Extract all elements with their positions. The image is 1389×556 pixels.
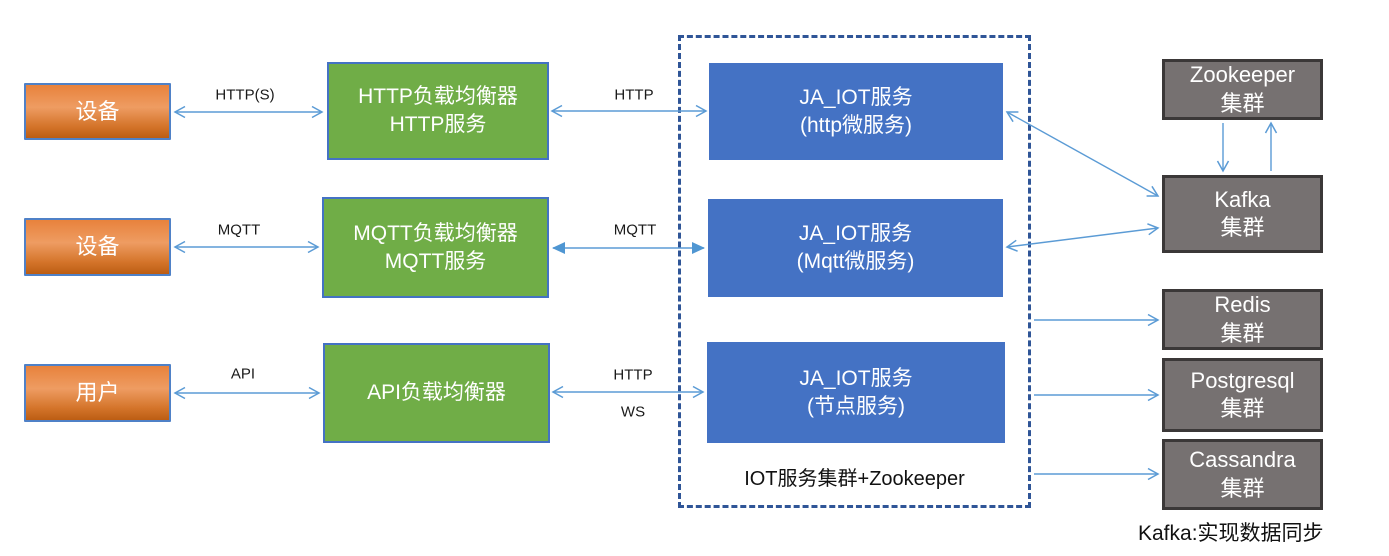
node-label-line1: Postgresql (1190, 367, 1295, 393)
node-label-line2: 集群 (1220, 475, 1265, 501)
node-label-line2: HTTP服务 (389, 113, 487, 136)
node-label-line2: 集群 (1220, 90, 1265, 116)
node-label-line1: MQTT负载均衡器 (353, 221, 518, 245)
edge-label-ws: WS (620, 403, 646, 421)
node-zookeeper-cluster: Zookeeper 集群 (1162, 59, 1323, 120)
node-label-line2: (节点服务) (807, 394, 905, 418)
node-label-line2: (http微服务) (799, 113, 912, 137)
node-label-line2: 集群 (1220, 215, 1265, 240)
node-postgresql-cluster: Postgresql 集群 (1162, 358, 1323, 432)
node-kafka-cluster: Kafka 集群 (1162, 175, 1323, 253)
node-user: 用户 (24, 364, 171, 422)
node-label-line2: 集群 (1220, 396, 1265, 421)
node-label-line1: JA_IOT服务 (799, 366, 913, 390)
cluster-box-caption: IOT服务集群+Zookeeper (744, 468, 965, 490)
node-redis-cluster: Redis 集群 (1162, 289, 1323, 350)
node-label: 设备 (75, 234, 120, 260)
node-jaiot-mqtt-service: JA_IOT服务 (Mqtt微服务) (708, 199, 1003, 297)
node-label-line1: HTTP负载均衡器 (358, 85, 518, 109)
node-label: 设备 (75, 98, 120, 124)
node-label-line2: (Mqtt微服务) (796, 250, 915, 273)
node-label-line1: Cassandra (1189, 447, 1296, 473)
edge-label-http-1: HTTP (614, 86, 654, 104)
iot-service-cluster-container (678, 35, 1031, 508)
arrow-httpservice-kafka (1005, 111, 1160, 197)
arrow-mqttservice-kafka (1005, 223, 1160, 252)
edge-label-http-2: HTTP (613, 366, 653, 384)
node-api-load-balancer: API负载均衡器 (323, 343, 550, 443)
node-cassandra-cluster: Cassandra 集群 (1162, 439, 1323, 510)
kafka-footnote: Kafka:实现数据同步 (1138, 522, 1324, 545)
node-label-line1: Redis (1214, 292, 1271, 318)
node-label-line2: 集群 (1220, 320, 1265, 346)
edge-label-mqtt-1: MQTT (217, 221, 261, 239)
node-jaiot-node-service: JA_IOT服务 (节点服务) (707, 342, 1005, 443)
edge-label-mqtt-2: MQTT (613, 221, 657, 239)
node-label-line1: Kafka (1214, 186, 1271, 212)
node-http-load-balancer: HTTP负载均衡器 HTTP服务 (327, 62, 549, 160)
node-label: 用户 (75, 380, 120, 406)
node-device-2: 设备 (24, 218, 171, 276)
node-label-line1: Zookeeper (1189, 62, 1296, 88)
node-mqtt-load-balancer: MQTT负载均衡器 MQTT服务 (322, 197, 549, 298)
node-label-line1: API负载均衡器 (367, 381, 506, 405)
node-label-line1: JA_IOT服务 (798, 222, 913, 246)
node-jaiot-http-service: JA_IOT服务 (http微服务) (709, 63, 1003, 160)
node-label-line1: JA_IOT服务 (799, 85, 913, 109)
node-device-1: 设备 (24, 83, 171, 140)
node-label-line2: MQTT服务 (384, 249, 487, 273)
edge-label-https: HTTP(S) (215, 86, 275, 104)
edge-label-api: API (230, 365, 256, 383)
